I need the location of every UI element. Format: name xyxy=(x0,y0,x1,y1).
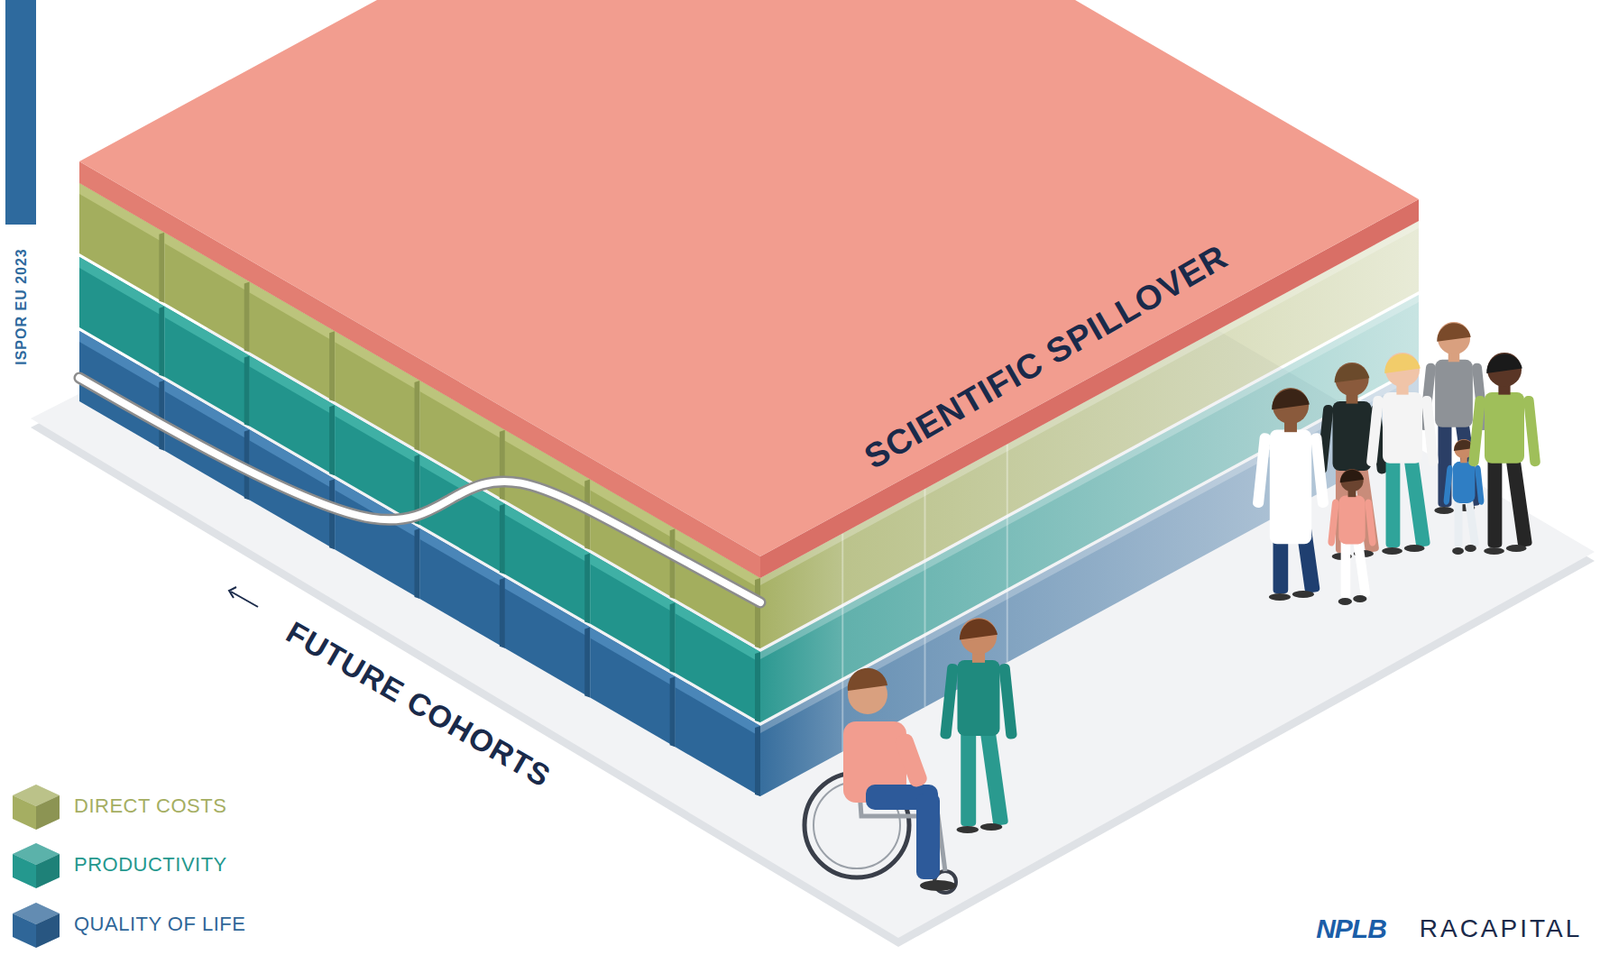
cube-side xyxy=(329,404,335,476)
cube-side xyxy=(329,331,335,402)
cube-top xyxy=(505,504,590,565)
cube-side xyxy=(158,306,165,378)
person xyxy=(1316,362,1389,561)
cube-side xyxy=(499,504,506,575)
legend-label: QUALITY OF LIFE xyxy=(73,912,246,937)
cube xyxy=(420,528,506,649)
slab-top xyxy=(79,0,1419,557)
cube-edge xyxy=(841,533,844,753)
cube-side xyxy=(584,627,590,699)
cube-top xyxy=(334,404,420,466)
direction-arrow xyxy=(229,587,258,607)
legend-swatch xyxy=(9,899,64,950)
legend-swatch xyxy=(9,781,64,832)
person xyxy=(939,617,1018,834)
cube-edge xyxy=(924,488,927,708)
logo: NPLB xyxy=(1315,913,1387,945)
cube-side xyxy=(754,652,761,723)
cube-side xyxy=(414,380,421,451)
legend-item: PRODUCTIVITY xyxy=(9,839,228,891)
slab-shape xyxy=(72,0,1426,605)
legend-swatch xyxy=(9,839,64,891)
cube-side xyxy=(244,282,250,353)
cube-top xyxy=(505,578,590,639)
legend-item: QUALITY OF LIFE xyxy=(9,899,246,950)
cube-top xyxy=(249,356,335,417)
wheelchair-user xyxy=(804,668,957,893)
cube xyxy=(505,578,590,699)
cube xyxy=(675,676,761,797)
cube-side xyxy=(670,676,676,747)
cube-side xyxy=(584,553,590,625)
cube-side xyxy=(754,578,761,649)
cube-top xyxy=(164,306,249,368)
cube xyxy=(164,380,249,501)
person xyxy=(1419,321,1490,515)
cube-side xyxy=(499,430,506,501)
legend-label: PRODUCTIVITY xyxy=(73,853,228,877)
legend-item: DIRECT COSTS xyxy=(9,781,227,832)
legend-label: DIRECT COSTS xyxy=(73,794,227,819)
cube-top xyxy=(589,553,675,615)
person xyxy=(1366,352,1440,555)
spillover-slab: SCIENTIFIC SPILLOVER xyxy=(72,0,1426,605)
cube-top xyxy=(79,257,165,318)
cube-side xyxy=(158,380,165,451)
person xyxy=(1252,387,1330,601)
cube xyxy=(589,627,675,748)
cube-top xyxy=(589,627,675,689)
cube-side xyxy=(499,578,506,649)
cube-side xyxy=(414,528,421,599)
person xyxy=(1327,468,1377,606)
cube-side xyxy=(754,726,761,797)
logo: RACAPITAL xyxy=(1419,914,1583,944)
cube-side xyxy=(158,232,165,304)
cube-edge xyxy=(1006,444,1009,663)
cube-side xyxy=(670,528,676,599)
cube-top xyxy=(675,676,761,737)
person xyxy=(1468,352,1542,555)
side-bar xyxy=(5,0,37,225)
axis-label: FUTURE COHORTS xyxy=(280,614,557,794)
cube xyxy=(334,478,420,599)
event-tag: ISPOR EU 2023 xyxy=(13,248,30,366)
cube-side xyxy=(670,602,676,673)
cube-side xyxy=(244,356,250,427)
cube-top xyxy=(420,528,506,589)
cube-top xyxy=(675,602,761,663)
